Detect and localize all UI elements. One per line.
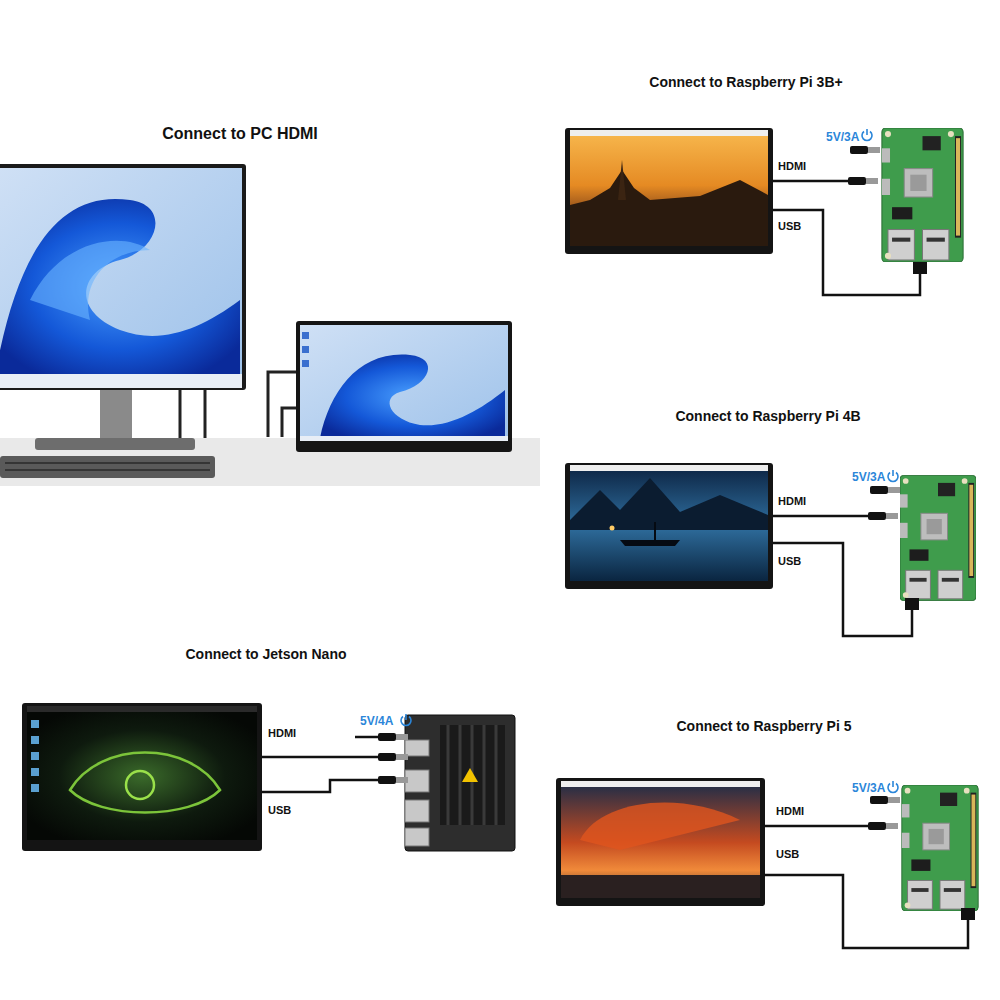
- cable-label: USB: [268, 805, 291, 816]
- cable-label: USB: [778, 556, 801, 567]
- panel-heading: Connect to Raspberry Pi 3B+: [649, 75, 842, 89]
- cable-label: USB: [776, 849, 799, 860]
- cable-label: HDMI: [778, 496, 806, 507]
- panel-heading: Connect to Raspberry Pi 4B: [675, 409, 860, 423]
- power-spec: 5V/3A: [826, 131, 859, 143]
- cable-label: HDMI: [268, 728, 296, 739]
- cable-label: USB: [778, 221, 801, 232]
- power-spec: 5V/4A: [360, 715, 393, 727]
- cable-label: HDMI: [776, 806, 804, 817]
- power-spec: 5V/3A: [852, 782, 885, 794]
- cable-label: HDMI: [778, 161, 806, 172]
- panel-heading: Connect to Raspberry Pi 5: [676, 719, 851, 733]
- panel-heading: Connect to PC HDMI: [162, 126, 318, 142]
- panel-heading: Connect to Jetson Nano: [185, 647, 346, 661]
- power-spec: 5V/3A: [852, 471, 885, 483]
